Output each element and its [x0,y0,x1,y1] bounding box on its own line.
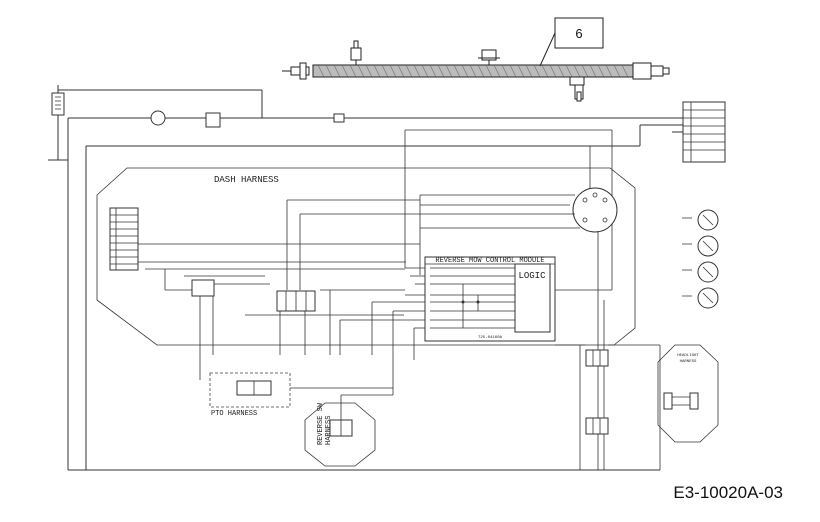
dash-wiring [109,129,618,395]
reverse-sw-harness: REVERSE SW HARNESS [304,394,393,467]
reverse-sw-harness-label-1: REVERSE SW [317,402,325,445]
diagram-code: E3-10020A-03 [673,483,783,502]
logic-label: LOGIC [518,271,546,281]
module-title: REVERSE MOW CONTROL MODULE [435,257,544,265]
switch-symbols [682,209,719,309]
module-part-number: 725-04160A [478,336,503,340]
right-wiring [555,232,661,470]
pto-harness-label: PTO HARNESS [211,410,257,418]
schematic-wiring [48,85,726,471]
pto-harness: PTO HARNESS [199,355,393,418]
harness-illustration [282,32,670,102]
dash-harness-label: DASH HARNESS [214,175,279,185]
headlight-harness-label-2: HARNESS [680,360,697,364]
reverse-mow-control-module: REVERSE MOW CONTROL MODULE LOGIC 725-041… [424,256,556,342]
reverse-sw-harness-label-2: HARNESS [325,416,333,445]
headlight-harness-label-1: HEADLIGHT [677,354,699,358]
callout-number: 6 [575,26,582,41]
headlight-harness: HEADLIGHT HARNESS [657,344,719,443]
callout-box: 6 [554,17,604,49]
